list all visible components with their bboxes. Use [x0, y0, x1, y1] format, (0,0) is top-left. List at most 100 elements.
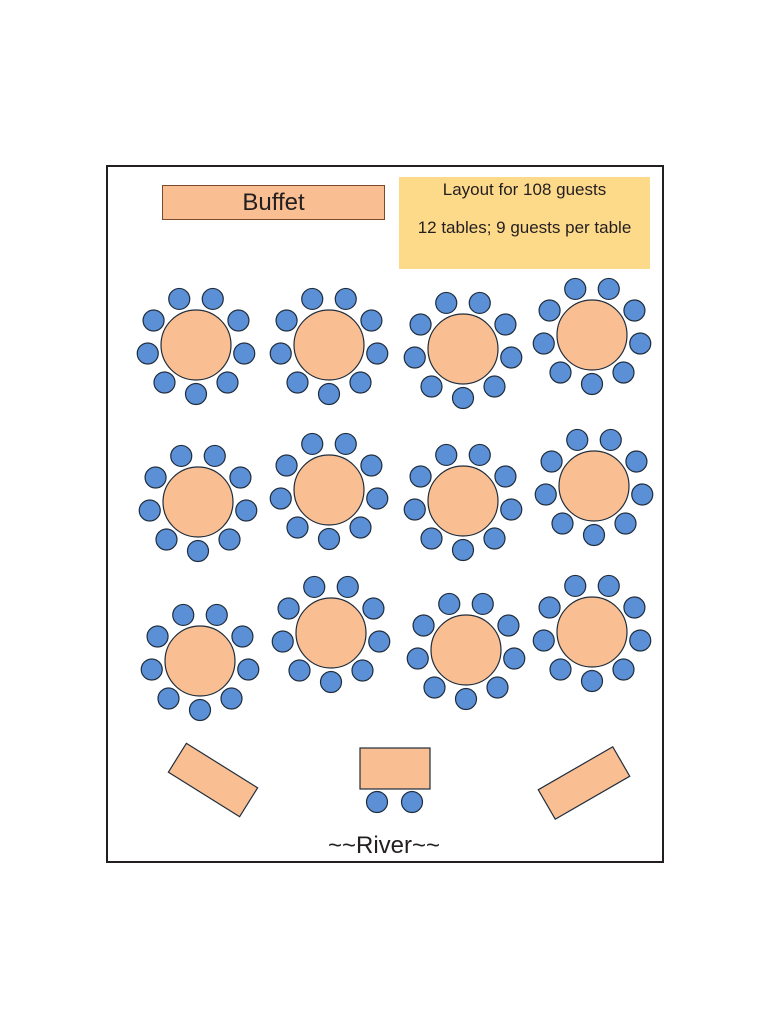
round-table [293, 454, 365, 526]
chair-seat [360, 309, 383, 332]
chair-seat [451, 538, 475, 562]
chair-seat [138, 499, 161, 522]
rect-table-right [537, 745, 631, 821]
chair-seat [319, 670, 343, 694]
chair-seat [532, 332, 555, 355]
chair-seat [403, 346, 426, 369]
chair-seat [483, 375, 506, 398]
chair-seat [503, 647, 526, 670]
round-table [558, 450, 630, 522]
buffet-table: Buffet [162, 185, 385, 220]
chair-seat [612, 361, 635, 384]
round-table-group [532, 277, 652, 396]
rect-table-center [359, 747, 431, 790]
chair-seat [203, 444, 226, 468]
round-table [427, 465, 499, 537]
chair-seat [483, 527, 506, 550]
chair-seat [597, 277, 620, 301]
chair-seat [349, 371, 372, 394]
chair-seat [269, 342, 292, 365]
round-table [164, 625, 236, 697]
chair-seat [360, 454, 383, 477]
chair-seat [580, 372, 604, 396]
chair-seat [580, 669, 604, 693]
chair-seat [406, 647, 429, 670]
chair-seat [188, 698, 212, 722]
chair-seat [172, 603, 195, 627]
chair-seat [157, 687, 180, 710]
chair-seat [420, 527, 443, 550]
chair-seat [494, 465, 517, 488]
chair-seat [235, 499, 258, 522]
chair-seat [366, 487, 389, 510]
round-table-group [403, 443, 523, 562]
chair-seat [564, 277, 587, 301]
chair-seat [237, 658, 260, 681]
chair-seat [170, 444, 193, 468]
chair-seat [362, 597, 385, 620]
chair-seat [168, 287, 191, 311]
chair-seat [612, 658, 635, 681]
chair-seat [500, 346, 523, 369]
chair-seat [549, 361, 572, 384]
chair-seat [317, 527, 341, 551]
chair-seat [184, 382, 208, 406]
chair-seat [231, 625, 254, 648]
chair-seat [494, 313, 517, 336]
round-table [293, 309, 365, 381]
chair-seat [286, 516, 309, 539]
chair-seat [497, 614, 520, 637]
chair-seat [538, 299, 561, 322]
chair-seat [205, 603, 228, 627]
chair-seat [438, 592, 461, 616]
chair-seat [277, 597, 300, 620]
chair-seat [227, 309, 250, 332]
chair-seat [409, 465, 432, 488]
chair-seat [623, 299, 646, 322]
chair-seat [551, 512, 574, 535]
round-table [556, 299, 628, 371]
chair-seat [549, 658, 572, 681]
chair-seat [334, 432, 357, 456]
chair-seat [597, 574, 620, 598]
chair-seat [351, 659, 374, 682]
chair-seat [201, 287, 224, 311]
chair-seat [229, 466, 252, 489]
chair-seat [468, 443, 491, 467]
chair-seat [136, 342, 159, 365]
chair-seat [349, 516, 372, 539]
buffet-label: Buffet [242, 188, 305, 216]
chair-seat [366, 342, 389, 365]
chair-seat [631, 483, 654, 506]
round-table-group [269, 432, 389, 551]
round-table [430, 614, 502, 686]
chair-seat [614, 512, 637, 535]
chair-seat [288, 659, 311, 682]
chair-seat [420, 375, 443, 398]
round-table [295, 597, 367, 669]
chair-seat [218, 528, 241, 551]
chair-seat [540, 450, 563, 473]
rect-table-left [167, 742, 259, 818]
round-table-group [403, 291, 523, 410]
chair-seat [534, 483, 557, 506]
round-table [162, 466, 234, 538]
chair-seat [144, 466, 167, 489]
chair-seat [368, 630, 391, 653]
chair-seat [153, 371, 176, 394]
round-table-group [534, 428, 654, 547]
chair-seat [286, 371, 309, 394]
chair-seat [365, 790, 389, 814]
chair-seat [146, 625, 169, 648]
chair-seat [409, 313, 432, 336]
chair-seat [582, 523, 606, 547]
chair-seat [471, 592, 494, 616]
chair-seat [275, 309, 298, 332]
chair-seat [435, 291, 458, 315]
chair-seat [334, 287, 357, 311]
chair-seat [301, 432, 324, 456]
round-table-group [406, 592, 526, 711]
info-line-guests: Layout for 108 guests [442, 180, 607, 199]
chair-seat [629, 332, 652, 355]
chair-seat [317, 382, 341, 406]
